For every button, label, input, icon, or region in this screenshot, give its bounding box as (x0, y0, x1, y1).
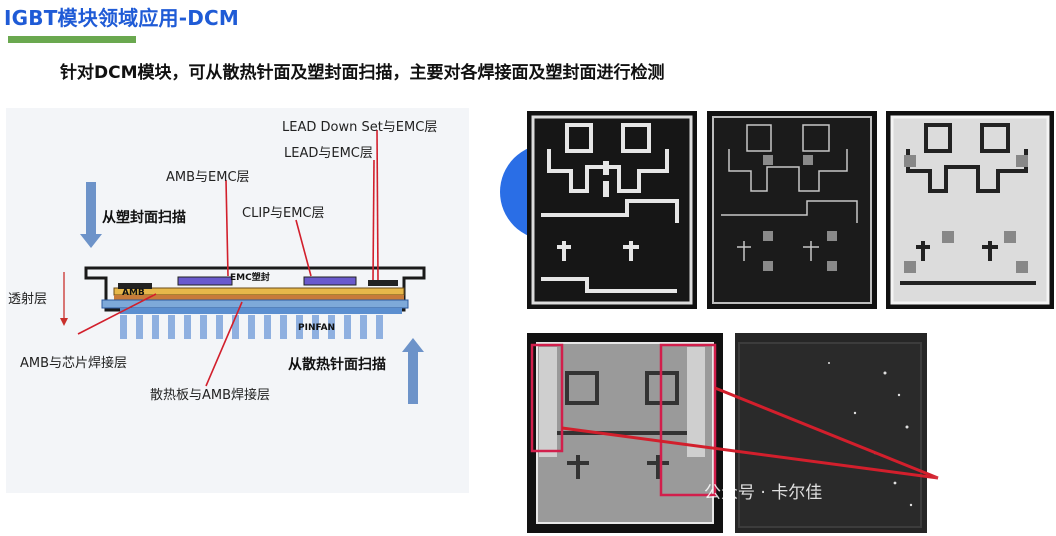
title-underline-bar (8, 36, 136, 43)
scan-image-3-drawing (890, 115, 1050, 305)
label-amb-emc: AMB与EMC层 (166, 170, 250, 185)
slide-subtitle: 针对DCM模块，可从散热针面及塑封面扫描，主要对各焊接面及塑封面进行检测 (60, 63, 665, 83)
label-amb: AMB (122, 288, 145, 298)
scan-image-3 (886, 111, 1054, 309)
module-cross-section-diagram: LEAD Down Set与EMC层 LEAD与EMC层 AMB与EMC层 CL… (6, 108, 469, 493)
scan-image-1-drawing (531, 115, 693, 305)
label-scan-from-heatsink: 从散热针面扫描 (288, 357, 386, 373)
label-clip-emc: CLIP与EMC层 (242, 206, 325, 221)
scan-image-5 (735, 333, 927, 533)
right-edge-fade (930, 460, 1056, 536)
watermark-text: 公众号 · 卡尔佳 (704, 483, 823, 503)
slide-title: IGBT模块领域应用-DCM (4, 6, 240, 30)
label-amb-chip-solder: AMB与芯片焊接层 (20, 356, 128, 371)
label-emc-mold: EMC塑封 (230, 273, 270, 283)
cross-section-drawing (60, 129, 426, 404)
label-heatsink-amb-solder: 散热板与AMB焊接层 (150, 388, 271, 403)
scan-image-2-drawing (712, 116, 872, 304)
scan-image-4-drawing (536, 342, 714, 524)
scan-image-2 (707, 111, 877, 309)
scan-image-1 (527, 111, 697, 309)
label-pinfan: PINFAN (298, 323, 336, 333)
scan-image-4 (527, 333, 723, 533)
label-lead-emc: LEAD与EMC层 (284, 146, 373, 161)
label-transmission-layer: 透射层 (8, 292, 48, 307)
label-lead-down-set: LEAD Down Set与EMC层 (282, 120, 438, 135)
label-scan-from-mold: 从塑封面扫描 (102, 210, 186, 226)
